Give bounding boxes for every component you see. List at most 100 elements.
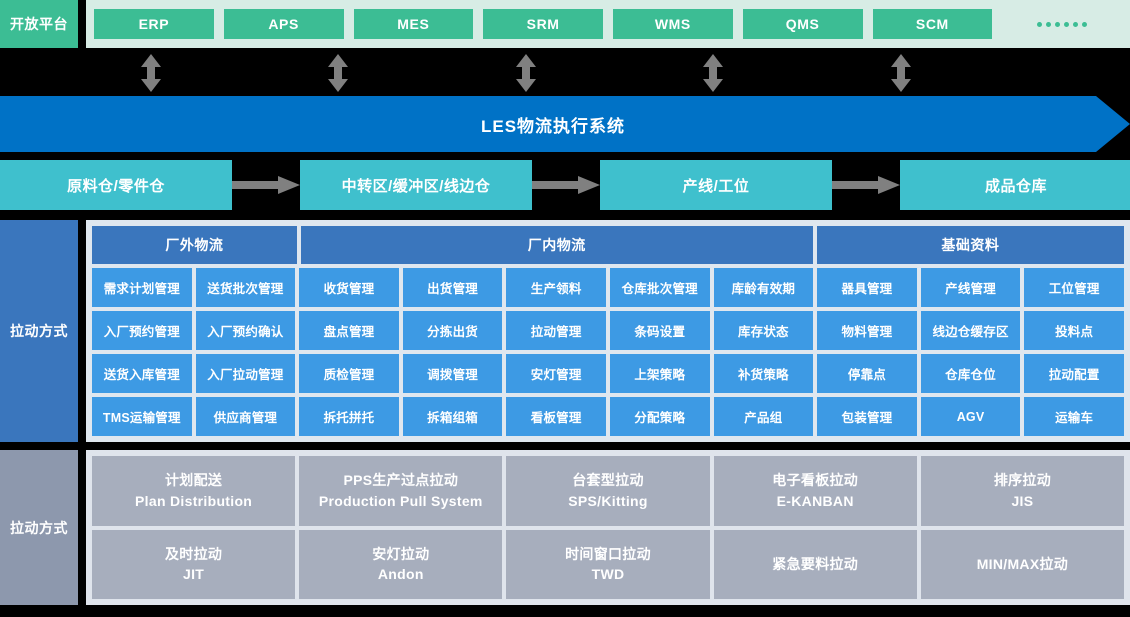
module-tile[interactable]: 看板管理 [506,397,606,436]
module-tile[interactable]: 工位管理 [1024,268,1124,307]
pull-method-row: 及时拉动 JIT 安灯拉动 Andon 时间窗口拉动 TWD 紧急要料拉动 MI… [92,529,1125,599]
module-tile[interactable]: 运输车 [1024,397,1124,436]
app-chip-wms[interactable]: WMS [613,9,733,39]
module-tile[interactable]: 入厂预约管理 [92,311,192,350]
module-tile[interactable]: 需求计划管理 [92,268,192,307]
flow-step-finished-goods[interactable]: 成品仓库 [900,160,1130,210]
module-tile[interactable]: 入厂拉动管理 [195,354,296,393]
pull-method-cn: 紧急要料拉动 [772,556,859,573]
pull-method-card[interactable]: 电子看板拉动 E-KANBAN [713,456,917,526]
pull-method-card[interactable]: 紧急要料拉动 [713,529,917,599]
pull-method-card[interactable]: 台套型拉动 SPS/Kitting [506,456,710,526]
double-headed-vertical-arrow-icon [703,54,723,92]
module-tile[interactable]: 安灯管理 [506,354,606,393]
module-tile[interactable]: 库龄有效期 [713,268,814,307]
pull-method-en: JIS [1011,492,1034,509]
module-tile[interactable]: 分拣出货 [402,311,503,350]
pull-method-card[interactable]: 安灯拉动 Andon [299,529,503,599]
app-chip-erp[interactable]: ERP [94,9,214,39]
pull-method-cn: 时间窗口拉动 [565,545,651,562]
flow-arrow-2 [532,160,600,210]
connector-arrow-row [0,48,1130,96]
module-tile[interactable]: 物料管理 [817,311,917,350]
app-chip-srm[interactable]: SRM [483,9,603,39]
module-tile[interactable]: 送货入库管理 [92,354,192,393]
app-chip-aps[interactable]: APS [223,9,344,39]
pull-method-cn: 台套型拉动 [572,472,644,489]
double-headed-vertical-arrow-icon [141,54,161,92]
pull-method-card[interactable]: 时间窗口拉动 TWD [506,529,710,599]
module-section: 拉动方式 厂外物流 厂内物流 基础资料 需求计划管理 送货批次管理 收货管理 出… [0,220,1130,442]
pull-method-cn: 计划配送 [165,472,223,489]
module-tile[interactable]: 拉动管理 [506,311,606,350]
module-tile[interactable]: 收货管理 [299,268,399,307]
module-tile[interactable]: 送货批次管理 [195,268,296,307]
flow-step-production-line[interactable]: 产线/工位 [600,160,832,210]
module-row: 需求计划管理 送货批次管理 收货管理 出货管理 生产领料 仓库批次管理 库龄有效… [92,268,1124,307]
module-tile[interactable]: TMS运输管理 [92,397,192,436]
app-chip-qms[interactable]: QMS [742,9,863,39]
flow-arrow-1 [232,160,300,210]
module-tile[interactable]: AGV [920,397,1021,436]
module-tile[interactable]: 补货策略 [713,354,814,393]
pull-method-cn: MIN/MAX拉动 [976,556,1069,573]
flow-step-transit-buffer[interactable]: 中转区/缓冲区/线边仓 [300,160,532,210]
flow-step-raw-material[interactable]: 原料仓/零件仓 [0,160,232,210]
pull-method-cn: 排序拉动 [993,472,1052,489]
pull-method-en: Plan Distribution [135,492,253,509]
module-tile[interactable]: 调拨管理 [402,354,503,393]
pull-method-card[interactable]: 及时拉动 JIT [92,529,296,599]
module-tile[interactable]: 拆托拼托 [299,397,399,436]
module-tile[interactable]: 产线管理 [920,268,1021,307]
module-tile[interactable]: 入厂预约确认 [195,311,296,350]
module-tile[interactable]: 条码设置 [609,311,710,350]
app-chip-mes[interactable]: MES [353,9,474,39]
pull-method-side-label: 拉动方式 [0,450,78,605]
les-banner-title: LES物流执行系统 [480,116,626,136]
group-header-internal-logistics: 厂内物流 [300,226,813,264]
module-tile[interactable]: 器具管理 [817,268,917,307]
right-arrow-icon [532,176,600,194]
section-divider [78,450,86,605]
bar-divider [78,0,86,48]
module-tile[interactable]: 质检管理 [299,354,399,393]
module-tile[interactable]: 投料点 [1024,311,1124,350]
module-tile[interactable]: 停靠点 [817,354,917,393]
app-chip-scm[interactable]: SCM [872,9,993,39]
pull-method-en: E-KANBAN [776,492,854,509]
module-tile[interactable]: 上架策略 [609,354,710,393]
module-tile[interactable]: 出货管理 [402,268,503,307]
section-divider [78,220,86,442]
pull-method-cn: 电子看板拉动 [772,472,859,489]
module-tile-rows: 需求计划管理 送货批次管理 收货管理 出货管理 生产领料 仓库批次管理 库龄有效… [92,268,1124,436]
pull-method-cn: 安灯拉动 [372,545,430,562]
module-group-header-row: 厂外物流 厂内物流 基础资料 [92,226,1124,264]
module-grid: 厂外物流 厂内物流 基础资料 需求计划管理 送货批次管理 收货管理 出货管理 生… [86,220,1130,442]
module-tile[interactable]: 盘点管理 [299,311,399,350]
pull-method-cn: PPS生产过点拉动 [343,472,459,489]
right-arrow-icon [232,176,300,194]
module-tile[interactable]: 仓库批次管理 [609,268,710,307]
pull-method-card[interactable]: PPS生产过点拉动 Production Pull System [299,456,503,526]
module-section-side-label: 拉动方式 [0,220,78,442]
les-banner-shape: LES物流执行系统 [0,96,1130,152]
les-banner: LES物流执行系统 [0,96,1130,152]
pull-method-card[interactable]: 计划配送 Plan Distribution [92,456,296,526]
module-tile[interactable]: 线边仓缓存区 [920,311,1021,350]
open-platform-bar: 开放平台 ERP APS MES SRM WMS QMS SCM [0,0,1130,48]
module-tile[interactable]: 分配策略 [609,397,710,436]
module-tile[interactable]: 供应商管理 [195,397,296,436]
module-tile[interactable]: 仓库仓位 [920,354,1021,393]
module-tile[interactable]: 拆箱组箱 [402,397,503,436]
module-tile[interactable]: 包装管理 [817,397,917,436]
app-chip-list: ERP APS MES SRM WMS QMS SCM [86,0,1130,48]
module-tile[interactable]: 库存状态 [713,311,814,350]
double-headed-vertical-arrow-icon [516,54,536,92]
module-tile[interactable]: 生产领料 [506,268,606,307]
module-tile[interactable]: 产品组 [713,397,814,436]
module-tile[interactable]: 拉动配置 [1024,354,1124,393]
pull-method-card[interactable]: 排序拉动 JIS [920,456,1125,526]
pull-method-en: SPS/Kitting [568,492,648,509]
pull-method-card[interactable]: MIN/MAX拉动 [920,529,1125,599]
